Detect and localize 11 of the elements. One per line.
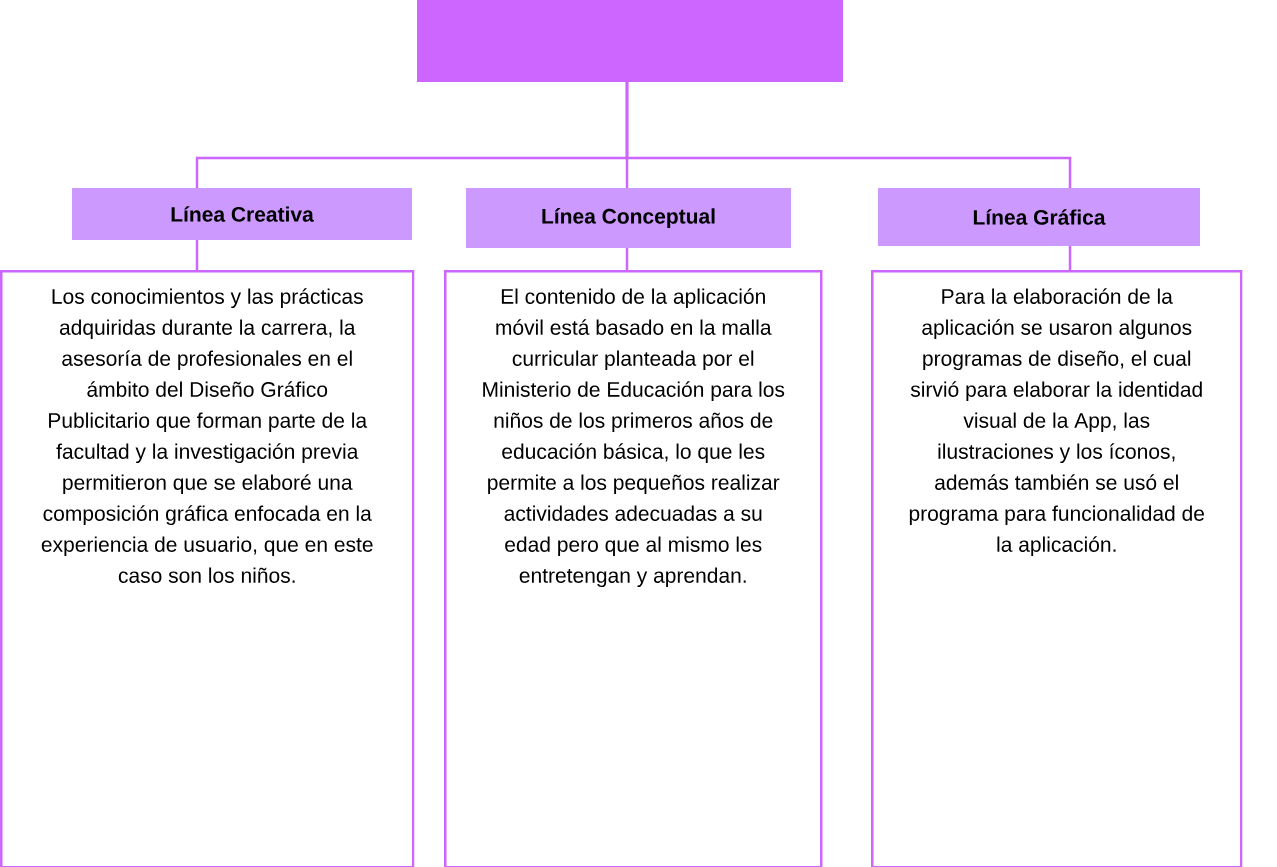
- category-box: Línea Conceptual: [466, 188, 791, 248]
- title-box: [417, 0, 843, 82]
- connector-line: [625, 82, 1072, 188]
- category-box: Línea Gráfica: [878, 188, 1200, 246]
- description-box: El contenido de la aplicación móvil está basado en la malla curricular planteada por el Ministerio de Educación para los niños de los primeros años de educación básica, lo que les permite a los pequeños realizar actividades adecuadas a su edad pero que al mismo les entretengan y aprendan.: [444, 270, 823, 867]
- connector-line: [195, 240, 199, 270]
- description-box: Para la elaboración de la aplicación se usaron algunos programas de diseño, el cual sirvió para elaborar la identidad visual de la App, las ilustraciones y los íconos, además también se usó el programa para funcionalidad de la aplicación.: [871, 270, 1243, 867]
- category-box: Línea Creativa: [72, 188, 412, 240]
- connector-line: [625, 248, 629, 270]
- connector-line: [1068, 246, 1072, 270]
- description-box: Los conocimientos y las prácticas adquiridas durante la carrera, la asesoría de profesionales en el ámbito del Diseño Gráfico Publicitario que forman parte de la facultad y la investigación previa permitieron que se elaboré una composición gráfica enfocada en la experiencia de usuario, que en este caso son los niños.: [0, 270, 415, 867]
